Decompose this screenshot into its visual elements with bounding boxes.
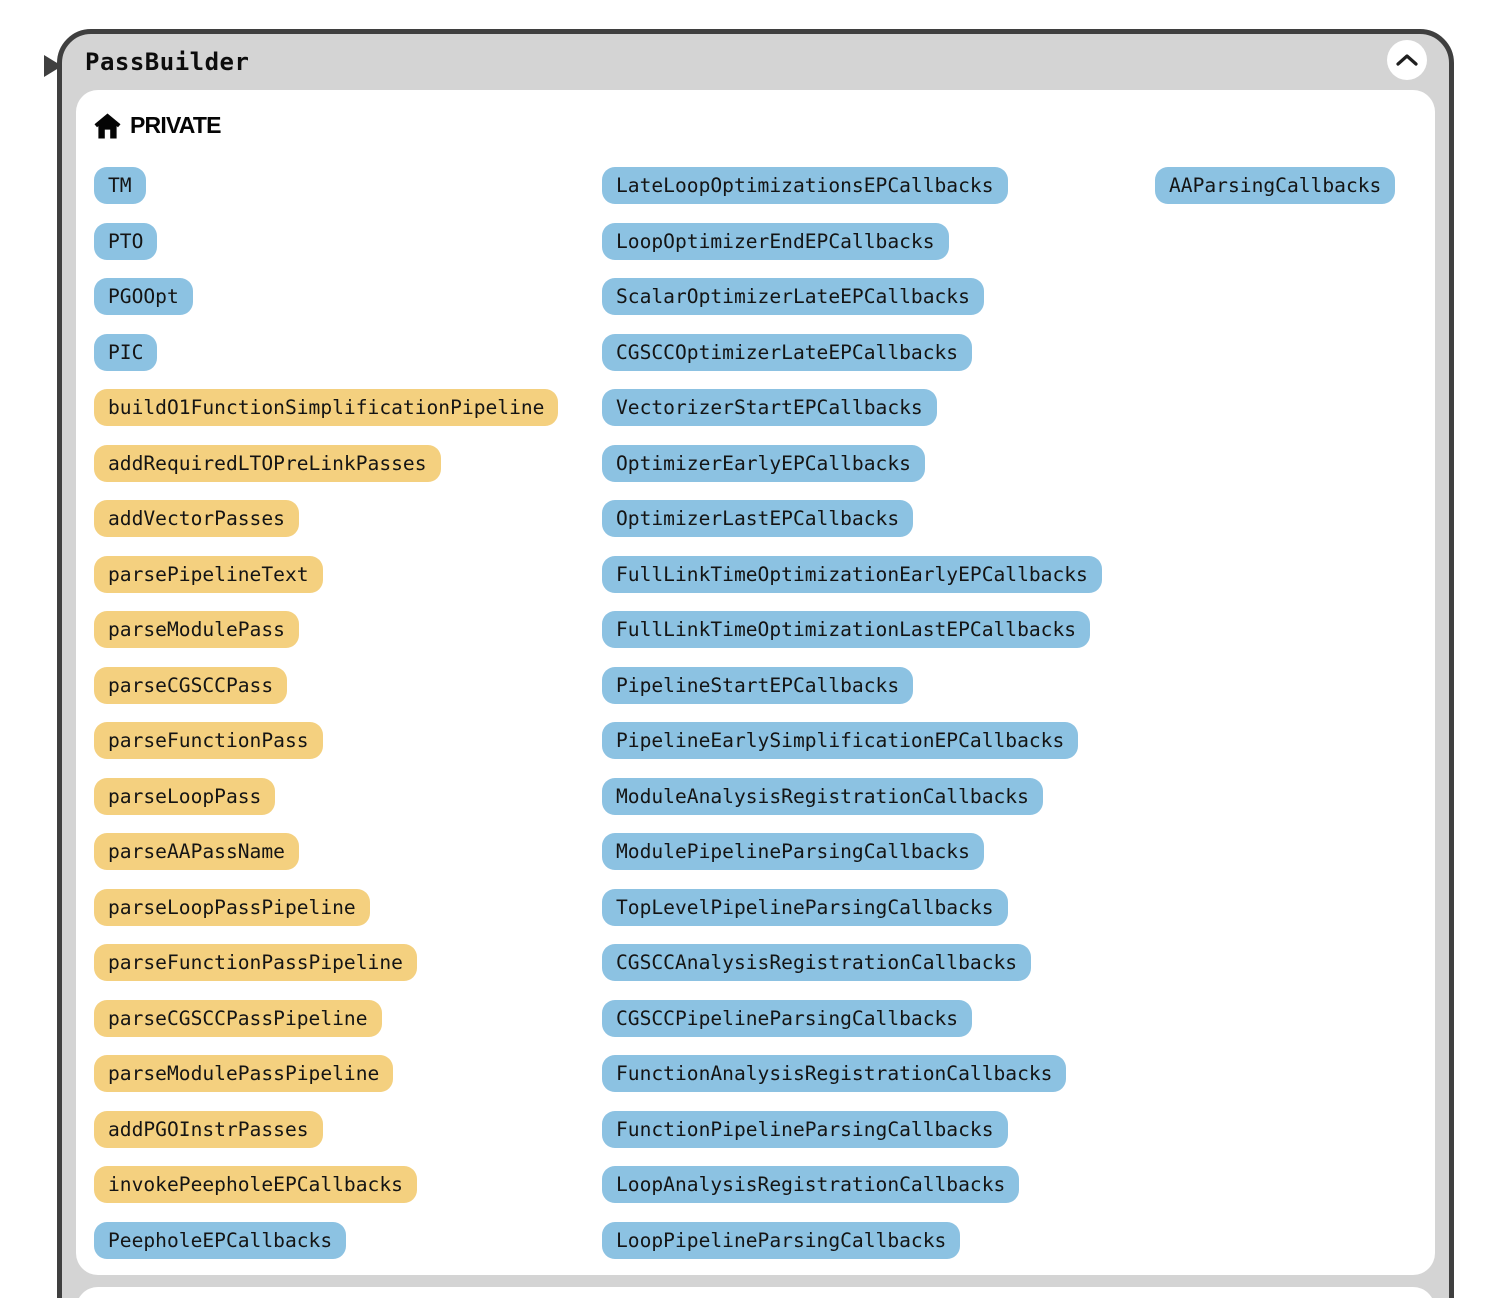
member-pill[interactable]: parsePipelineText	[94, 555, 323, 593]
member-pill[interactable]: LateLoopOptimizationsEPCallbacks	[602, 167, 1008, 204]
member-pill[interactable]: parseCGSCCPass	[94, 666, 288, 704]
collapse-button[interactable]	[1387, 40, 1427, 80]
member-pill[interactable]: parseFunctionPass	[94, 722, 323, 759]
member-pill[interactable]: FullLinkTimeOptimizationEarlyEPCallbacks	[602, 555, 1102, 593]
member-pill[interactable]: PIC	[94, 333, 158, 371]
member-pill[interactable]: TopLevelPipelineParsingCallbacks	[602, 888, 1008, 926]
card-title: PassBuilder	[85, 48, 250, 76]
card-header: PassBuilder	[62, 34, 1449, 90]
member-pill[interactable]: CGSCCOptimizerLateEPCallbacks	[602, 333, 973, 371]
member-pill[interactable]: LoopOptimizerEndEPCallbacks	[602, 222, 949, 260]
member-pill[interactable]: FunctionAnalysisRegistrationCallbacks	[602, 1055, 1067, 1092]
member-pill[interactable]: PipelineStartEPCallbacks	[602, 666, 914, 704]
member-pill[interactable]: invokePeepholeEPCallbacks	[94, 1166, 417, 1203]
member-pill[interactable]: addVectorPasses	[94, 500, 299, 537]
member-pill[interactable]: ModuleAnalysisRegistrationCallbacks	[602, 777, 1043, 815]
member-pill[interactable]: LoopPipelineParsingCallbacks	[602, 1221, 961, 1259]
member-pill[interactable]: PGOOpt	[94, 278, 193, 315]
member-pill[interactable]: buildO1FunctionSimplificationPipeline	[94, 389, 559, 426]
member-pill[interactable]: CGSCCAnalysisRegistrationCallbacks	[602, 944, 1032, 981]
member-pill[interactable]: parseLoopPass	[94, 777, 276, 815]
chevron-up-icon	[1396, 53, 1418, 67]
member-pill[interactable]: parseCGSCCPassPipeline	[94, 999, 382, 1037]
pill-column-3: AAParsingCallbacks	[1155, 167, 1425, 1259]
member-pill[interactable]: FullLinkTimeOptimizationLastEPCallbacks	[602, 611, 1091, 648]
member-pill[interactable]: parseFunctionPassPipeline	[94, 944, 417, 981]
member-pill[interactable]: parseModulePassPipeline	[94, 1055, 394, 1092]
section-label: PRIVATE	[130, 112, 221, 138]
member-pill[interactable]: OptimizerLastEPCallbacks	[602, 500, 914, 537]
member-pill[interactable]: PipelineEarlySimplificationEPCallbacks	[602, 722, 1079, 759]
member-pill[interactable]: ScalarOptimizerLateEPCallbacks	[602, 278, 984, 315]
member-pill[interactable]: FunctionPipelineParsingCallbacks	[602, 1110, 1008, 1148]
member-pill[interactable]: ModulePipelineParsingCallbacks	[602, 833, 984, 870]
member-pill[interactable]: VectorizerStartEPCallbacks	[602, 389, 937, 426]
member-pill[interactable]: CGSCCPipelineParsingCallbacks	[602, 999, 973, 1037]
home-icon	[94, 113, 121, 139]
member-pill[interactable]: addRequiredLTOPreLinkPasses	[94, 444, 441, 482]
member-pill[interactable]: parseLoopPassPipeline	[94, 888, 370, 926]
member-pill[interactable]: parseModulePass	[94, 611, 299, 648]
member-pill[interactable]: AAParsingCallbacks	[1155, 167, 1396, 204]
member-pill[interactable]: addPGOInstrPasses	[94, 1110, 323, 1148]
member-pill[interactable]: PTO	[94, 222, 158, 260]
member-pill[interactable]: parseAAPassName	[94, 833, 299, 870]
member-pill[interactable]: PeepholeEPCallbacks	[94, 1221, 347, 1259]
section-header: PRIVATE	[94, 112, 1425, 139]
next-section-panel	[76, 1286, 1435, 1298]
member-pill[interactable]: LoopAnalysisRegistrationCallbacks	[602, 1166, 1020, 1203]
member-pill[interactable]: OptimizerEarlyEPCallbacks	[602, 444, 925, 482]
member-pill[interactable]: TM	[94, 167, 146, 204]
